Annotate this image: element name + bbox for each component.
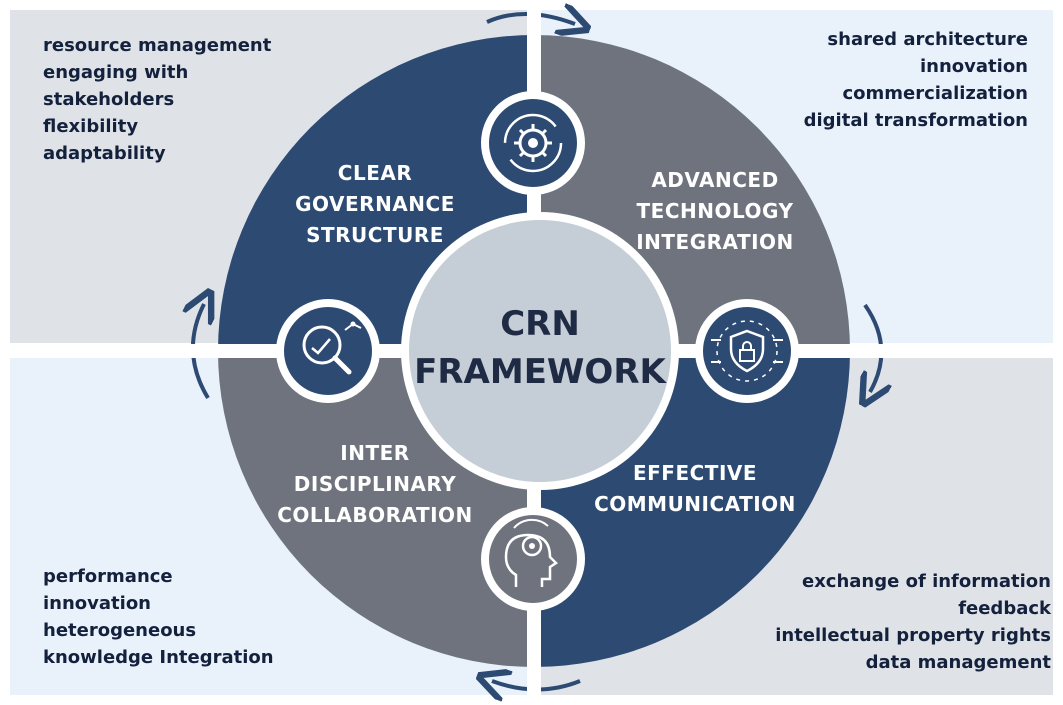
notes-top-left: resource management engaging with stakeh…	[43, 32, 271, 167]
note-item: digital transformation	[803, 110, 1028, 131]
label-advanced-technology-integration: ADVANCED TECHNOLOGY INTEGRATION	[610, 165, 820, 258]
label-line: INTEGRATION	[636, 230, 794, 254]
note-item: commercialization	[842, 83, 1028, 104]
notes-top-right: shared architecture innovation commercia…	[804, 26, 1028, 134]
note-item: innovation	[920, 56, 1028, 77]
mind-gear-icon	[481, 507, 585, 611]
label-interdisciplinary-collaboration: INTER DISCIPLINARY COLLABORATION	[270, 438, 480, 531]
note-item: feedback	[958, 598, 1051, 619]
note-item: knowledge Integration	[43, 647, 274, 668]
label-line: DISCIPLINARY	[293, 472, 457, 496]
label-line: ADVANCED	[651, 168, 779, 192]
note-item: resource management	[43, 35, 272, 56]
center-title: CRN FRAMEWORK	[410, 300, 670, 396]
note-item: shared architecture	[827, 29, 1028, 50]
note-item: heterogeneous	[43, 620, 197, 641]
label-line: GOVERNANCE	[295, 192, 455, 216]
note-item: intellectual property rights	[775, 625, 1051, 646]
label-line: INTER	[340, 441, 410, 465]
note-item: innovation	[43, 593, 151, 614]
note-item: exchange of information	[801, 571, 1051, 592]
security-shield-icon	[695, 299, 799, 403]
label-clear-governance-structure: CLEAR GOVERNANCE STRUCTURE	[270, 158, 480, 251]
center-circle	[409, 220, 671, 482]
center-title-line1: CRN	[500, 304, 580, 344]
notes-bottom-left: performance innovation heterogeneous kno…	[43, 563, 274, 671]
note-item: data management	[865, 652, 1051, 673]
label-line: TECHNOLOGY	[636, 199, 794, 223]
label-line: STRUCTURE	[306, 223, 444, 247]
notes-bottom-right: exchange of information feedback intelle…	[775, 568, 1051, 676]
note-item: stakeholders	[43, 89, 175, 110]
note-item: flexibility	[43, 116, 139, 137]
magnifier-analytics-icon	[276, 299, 380, 403]
note-item: adaptability	[43, 143, 166, 164]
label-line: CLEAR	[337, 161, 413, 185]
label-line: COLLABORATION	[277, 503, 473, 527]
center-title-line2: FRAMEWORK	[414, 352, 666, 392]
label-line: COMMUNICATION	[594, 492, 796, 516]
label-effective-communication: EFFECTIVE COMMUNICATION	[590, 458, 800, 520]
gear-cycle-icon	[481, 91, 585, 195]
label-line: EFFECTIVE	[632, 461, 758, 485]
note-item: engaging with	[43, 62, 189, 83]
note-item: performance	[43, 566, 173, 587]
